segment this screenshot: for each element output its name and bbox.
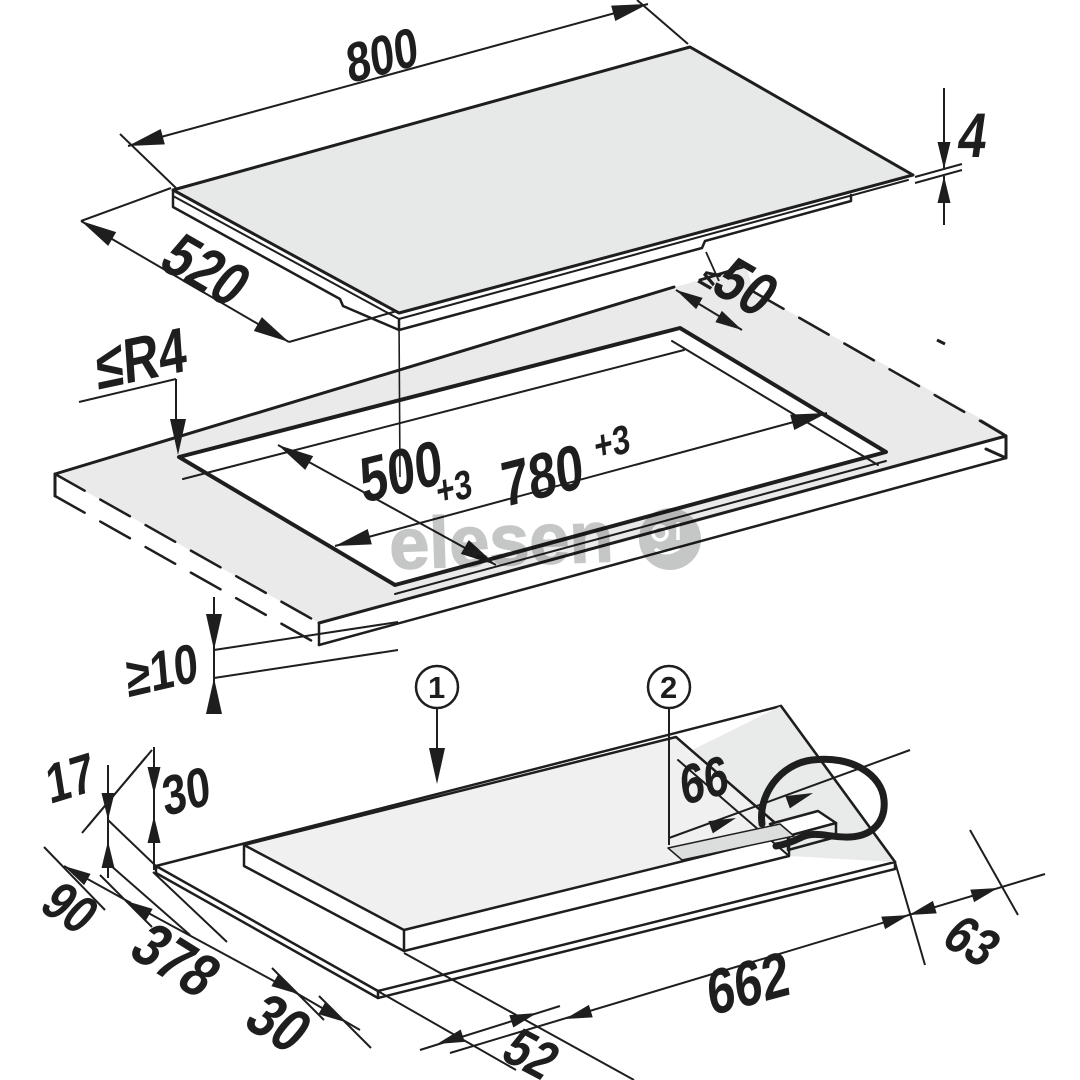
svg-text:elesen: elesen [388, 497, 615, 585]
svg-text:1: 1 [428, 670, 445, 705]
svg-text:2: 2 [660, 670, 677, 705]
svg-text:66: 66 [677, 743, 732, 817]
svg-text:30: 30 [159, 754, 214, 828]
svg-text:+3: +3 [592, 415, 632, 469]
svg-text:17: 17 [42, 741, 99, 817]
svg-text:+3: +3 [434, 460, 474, 514]
